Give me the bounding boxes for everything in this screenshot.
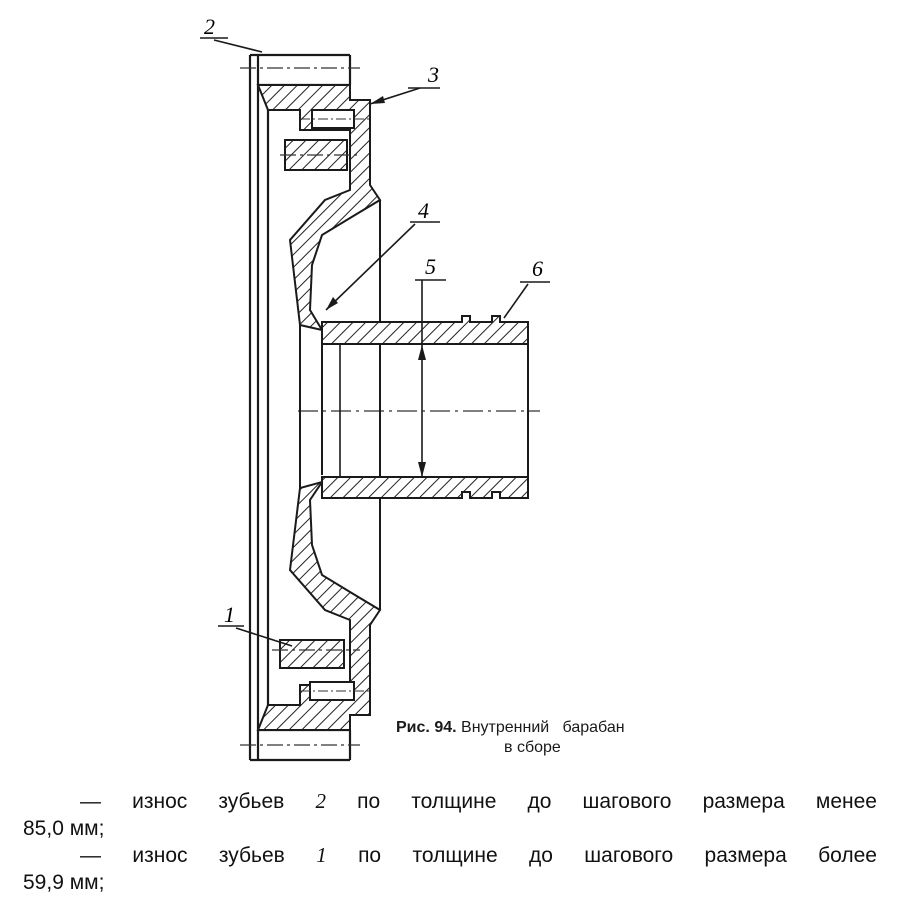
- figure-title-line2: в сборе: [504, 739, 561, 756]
- lower-gear-ring: [279, 639, 345, 669]
- figure-label: Рис.: [396, 719, 430, 736]
- list-item-teeth-1-value: 59,9 мм;: [23, 871, 105, 894]
- callout-1: 1: [224, 602, 235, 627]
- figure-caption: Рис. 94. Внутренний барабан в сборе: [396, 718, 776, 758]
- callout-5: 5: [425, 254, 436, 279]
- list-item-teeth-1: — износ зубьев 1 по толщине до шагового …: [80, 843, 877, 867]
- lower-flange-section: [256, 480, 382, 731]
- callout-6: 6: [532, 256, 543, 281]
- upper-flange-section: [256, 84, 382, 332]
- list-item-teeth-2: — износ зубьев 2 по толщине до шагового …: [80, 789, 877, 813]
- hub-sleeve-upper: [321, 315, 529, 345]
- callout-4: 4: [418, 198, 429, 223]
- callout-2: 2: [204, 14, 215, 39]
- figure-number: 94.: [434, 719, 457, 736]
- hub-sleeve-lower: [321, 476, 529, 499]
- drum-assembly-drawing: 2 3 4 5 6 1: [200, 14, 550, 762]
- list-item-teeth-2-value: 85,0 мм;: [23, 817, 105, 840]
- body-text: — износ зубьев 2 по толщине до шагового …: [0, 788, 899, 896]
- figure-title: Внутренний барабан: [461, 719, 625, 736]
- callout-3: 3: [427, 62, 439, 87]
